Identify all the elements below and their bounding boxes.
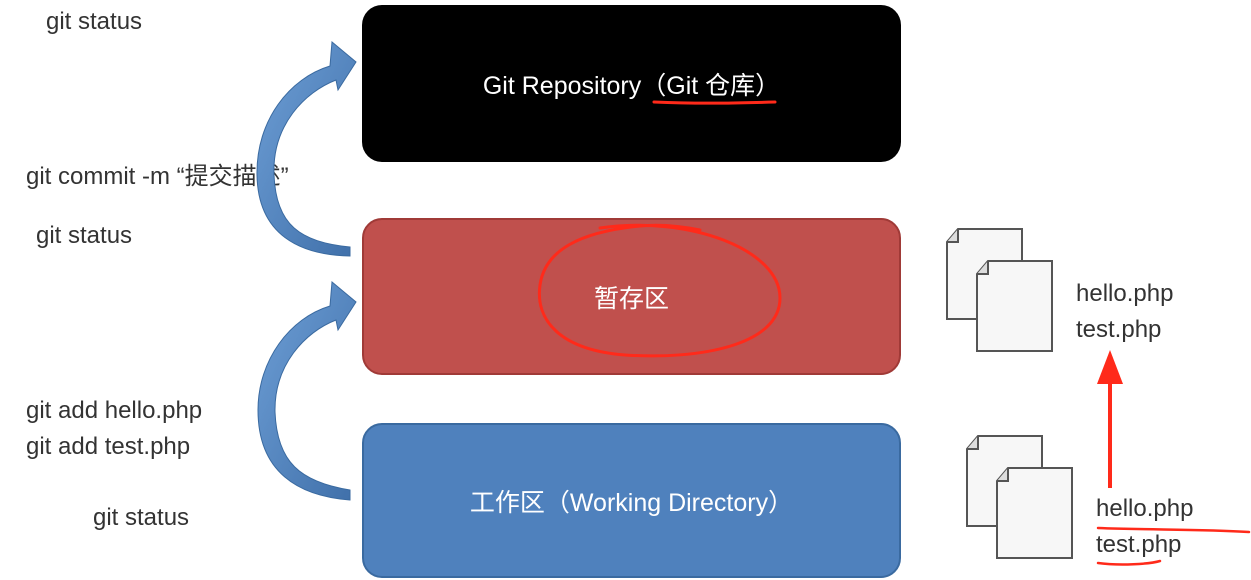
commit-arrow-icon [256, 41, 357, 257]
git-commit-label: git commit -m “提交描述” [26, 163, 289, 190]
git-status-top-label: git status [46, 8, 143, 35]
add-arrow-icon [257, 281, 357, 501]
working-file-hello: hello.php [1096, 495, 1194, 522]
staged-file-hello: hello.php [1076, 280, 1174, 307]
working-directory-label: 工作区（Working Directory） [469, 488, 794, 517]
document-stack-icon [966, 435, 1073, 559]
git-repository-box: Git Repository（Git 仓库） [362, 5, 901, 162]
working-directory-box: 工作区（Working Directory） [362, 423, 901, 578]
git-status-bottom-label: git status [93, 504, 190, 531]
staged-file-test: test.php [1076, 316, 1162, 343]
staging-area-label: 暂存区 [593, 284, 669, 313]
git-add-hello-label: git add hello.php [26, 397, 203, 424]
document-stack-icon [946, 228, 1053, 352]
staging-area-box: 暂存区 [362, 218, 901, 375]
working-file-test: test.php [1096, 531, 1182, 558]
git-add-test-label: git add test.php [26, 433, 191, 460]
git-repository-label: Git Repository（Git 仓库） [482, 71, 781, 100]
red-arrow-head-icon [1097, 350, 1123, 384]
git-status-middle-label: git status [36, 222, 133, 249]
